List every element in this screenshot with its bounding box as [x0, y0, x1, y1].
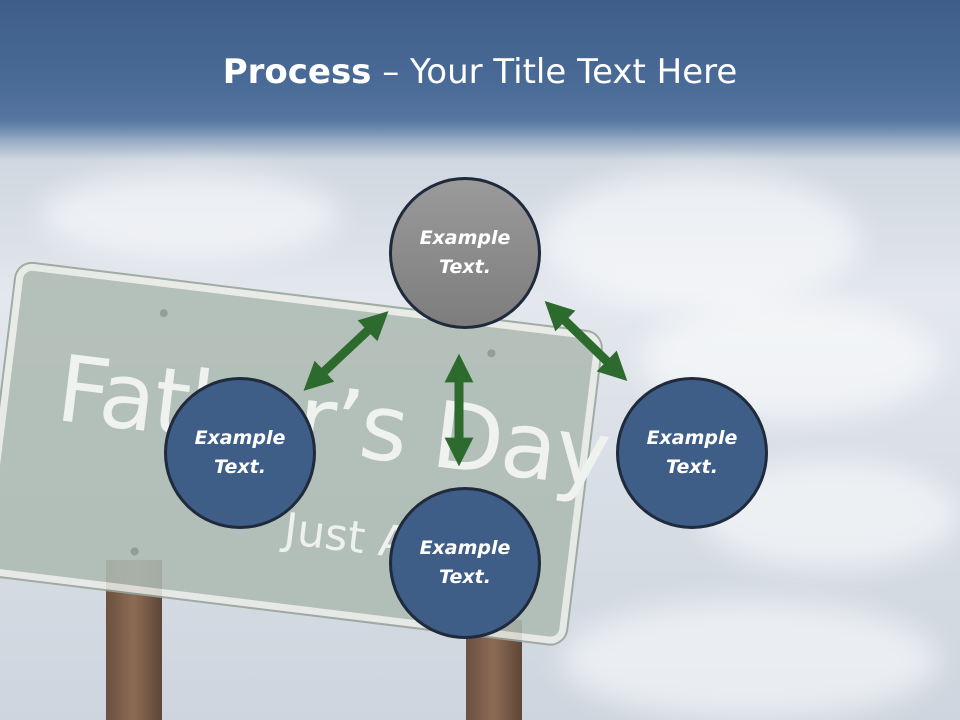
process-node-left: Example Text. [164, 377, 316, 529]
process-node-bottom: Example Text. [389, 487, 541, 639]
process-node-top: Example Text. [389, 177, 541, 329]
arrow-top-right [544, 300, 628, 382]
title-bar [0, 0, 960, 140]
arrow-top-left [303, 311, 389, 391]
slide-title: Process – Your Title Text Here [0, 52, 960, 92]
cloud [560, 600, 940, 720]
cloud [540, 170, 860, 310]
node-label: Example Text. [419, 227, 511, 278]
process-node-right: Example Text. [616, 377, 768, 529]
title-rest: – Your Title Text Here [371, 52, 738, 92]
node-label: Example Text. [646, 427, 738, 478]
node-label: Example Text. [419, 537, 511, 588]
node-label: Example Text. [194, 427, 286, 478]
title-bold: Process [222, 52, 372, 92]
cloud [40, 170, 340, 260]
